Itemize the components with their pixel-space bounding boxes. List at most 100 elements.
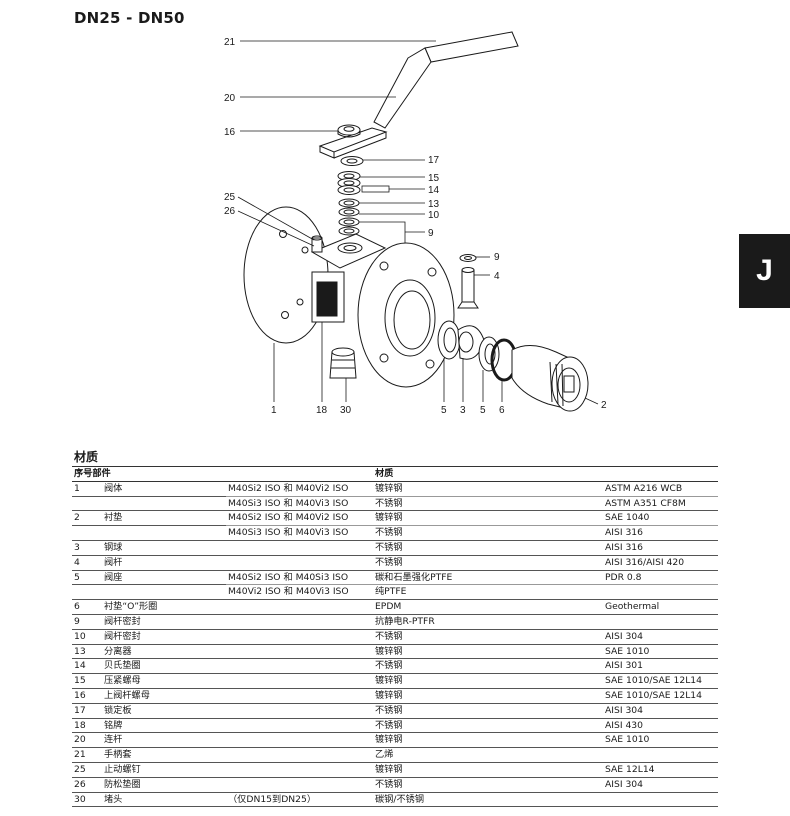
cell-material: 乙烯 [375,749,394,761]
materials-title: 材质 [74,450,99,464]
cell-standard: AISI 304 [605,704,643,716]
cell-standard: AISI 304 [605,778,643,790]
valve-body [243,206,455,388]
cell-material: 镀锌钢 [375,763,403,775]
label-3: 3 [460,405,466,416]
label-16: 16 [224,127,236,138]
cell-variant: （仅DN15到DN25） [228,793,317,805]
label-20: 20 [224,93,236,104]
label-26: 26 [224,206,236,217]
cell-part-name: 压紧螺母 [104,675,141,687]
cell-part-name: 锁定板 [104,704,132,716]
cell-part-name: 衬垫“O”形圈 [104,601,158,613]
label-14: 14 [428,185,440,196]
cell-part-number: 13 [74,645,86,657]
cell-variant [226,733,373,748]
cell-variant: M40Si3 ISO 和 M40Vi3 ISO [228,527,349,539]
cell-standard: Geothermal [605,601,660,613]
cell-material: 不锈钢 [375,660,403,672]
label-21: 21 [224,37,236,48]
table-header: 序号部件 材质 [72,466,718,482]
cell-part-number [72,496,102,511]
stem-nut-16 [337,124,361,138]
cell-standard: AISI 316 [605,527,643,539]
cell-part-name: 堵头 [104,793,123,805]
cell-part-number: 14 [74,660,86,672]
cell-variant [226,555,373,570]
label-4: 4 [494,271,500,282]
cell-variant: M40Vi2 ISO 和 M40Vi3 ISO [228,586,349,598]
exploded-valve-drawing: 21 20 16 17 15 14 13 10 9 25 26 9 4 1 18… [224,31,607,416]
cell-material: 不锈钢 [375,778,403,790]
table-row: 21 手柄套 乙烯 [72,748,718,763]
cell-variant: M40Si3 ISO 和 M40Vi3 ISO [228,497,349,509]
cell-standard [603,792,718,807]
cell-part-name [102,496,226,511]
label-5-right: 5 [480,405,486,416]
cell-part-number: 21 [74,749,86,761]
cell-material: 不锈钢 [375,630,403,642]
cell-part-name [102,585,226,600]
label-25: 25 [224,192,236,203]
cell-material: 不锈钢 [375,719,403,731]
cell-part-number: 17 [74,704,86,716]
cell-variant [226,777,373,792]
table-row: 26 防松垫圈 不锈钢 AISI 304 [72,777,718,793]
cell-part-number: 16 [74,689,86,701]
cell-variant [226,629,373,644]
cell-part-number: 1 [74,482,80,494]
end-connector-2 [511,345,589,412]
cell-part-name: 贝氏垫圈 [104,660,141,672]
cell-part-name: 铭牌 [104,719,123,731]
cell-variant [226,614,373,629]
cell-part-name: 阀杆密封 [104,630,141,642]
cell-part-name: 阀杆密封 [104,615,141,627]
cell-part-name: 钢球 [104,541,123,553]
cell-part-name: 手柄套 [104,749,132,761]
cell-material: 纯PTFE [375,586,407,598]
cell-material: 不锈钢 [375,497,403,509]
cell-standard: AISI 304 [605,630,643,642]
cell-material: 镀锌钢 [375,675,403,687]
cell-material: 抗静电R-PTFR [375,615,435,627]
cell-standard: ASTM A216 WCB [603,481,718,497]
label-9: 9 [428,228,434,239]
cell-standard: SAE 1010/SAE 12L14 [605,675,703,687]
cell-part-number: 26 [74,778,86,790]
cell-standard: PDR 0.8 [603,570,718,586]
cell-material: 不锈钢 [375,541,403,553]
label-10: 10 [428,210,440,221]
cell-part-number: 3 [74,541,80,553]
stem-washer-stack [337,156,364,236]
header-no-part: 序号部件 [72,466,373,482]
cell-material: 镀锌钢 [373,510,603,527]
cell-part-name: 阀杆 [104,556,123,568]
cell-material: 碳钢/不锈钢 [375,793,425,805]
cell-part-number: 5 [74,571,80,583]
label-13: 13 [428,199,440,210]
label-9-stem: 9 [494,252,500,263]
cell-variant [226,718,373,733]
cell-part-name: 防松垫圈 [104,778,141,790]
cell-part-number: 6 [74,601,80,613]
cell-material: 不锈钢 [375,556,403,568]
section-tab: J [739,234,790,308]
cell-material: 镀锌钢 [375,645,403,657]
cell-part-name: 衬垫 [104,512,123,524]
label-1: 1 [271,405,277,416]
stem-4 [457,254,479,309]
cell-variant: M40Si2 ISO 和 M40Vi2 ISO [226,481,373,497]
cell-part-name: 止动螺钉 [104,763,141,775]
